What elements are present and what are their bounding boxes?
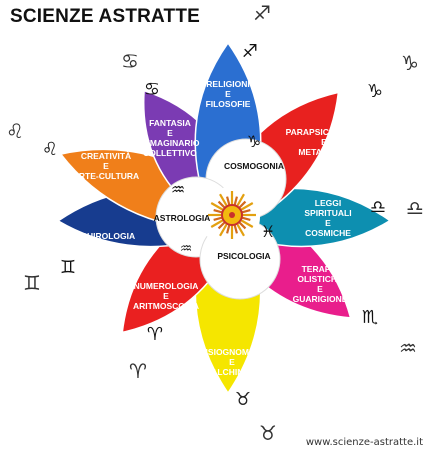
pisces-icon: ♓ (261, 222, 275, 241)
core-label-cosmogonia: COSMOGONIA (224, 161, 284, 171)
zodiac-icon-creativita: ♌ (42, 139, 58, 160)
zodiac-icon-religioni: ♐ (242, 41, 258, 62)
cancer-creature-icon: ♋ (121, 49, 139, 73)
core-label-astrologia: ASTROLOGIA (154, 213, 211, 223)
zodiac-icon-parapsicologia: ♑ (367, 81, 383, 102)
zodiac-icon-chirologia: ♊ (60, 257, 76, 278)
zodiac-icon-fisiognomica: ♉ (235, 389, 251, 410)
zodiac-icon-leggi: ♎ (370, 197, 386, 218)
page-title: SCIENZE ASTRATTE (10, 6, 201, 27)
core-label-psicologia: PSICOLOGIA (217, 251, 270, 261)
sagittarius-creature-icon: ♐ (253, 1, 271, 25)
zodiac-icon-terapie: ♏ (362, 307, 378, 328)
capricorn-icon: ♑ (247, 132, 261, 151)
gemini-creature-icon: ♊ (23, 271, 41, 295)
taurus-creature-icon: ♉ (259, 421, 277, 445)
sun-icon (208, 191, 256, 239)
aquarius-creature-icon: ♒ (399, 336, 417, 360)
zodiac-icon-numerologia: ♈ (147, 324, 163, 345)
aries-creature-icon: ♈ (129, 359, 147, 383)
website-url: www.scienze-astratte.it (305, 437, 423, 448)
libra-creature-icon: ♎ (406, 196, 424, 220)
aquarius-icon: ♒ (171, 180, 185, 199)
aquarius-figure-icon: ♒ (180, 241, 193, 257)
leo-creature-icon: ♌ (6, 119, 24, 143)
capricorn-creature-icon: ♑ (401, 51, 419, 75)
zodiac-icon-fantasia: ♋ (144, 79, 160, 100)
